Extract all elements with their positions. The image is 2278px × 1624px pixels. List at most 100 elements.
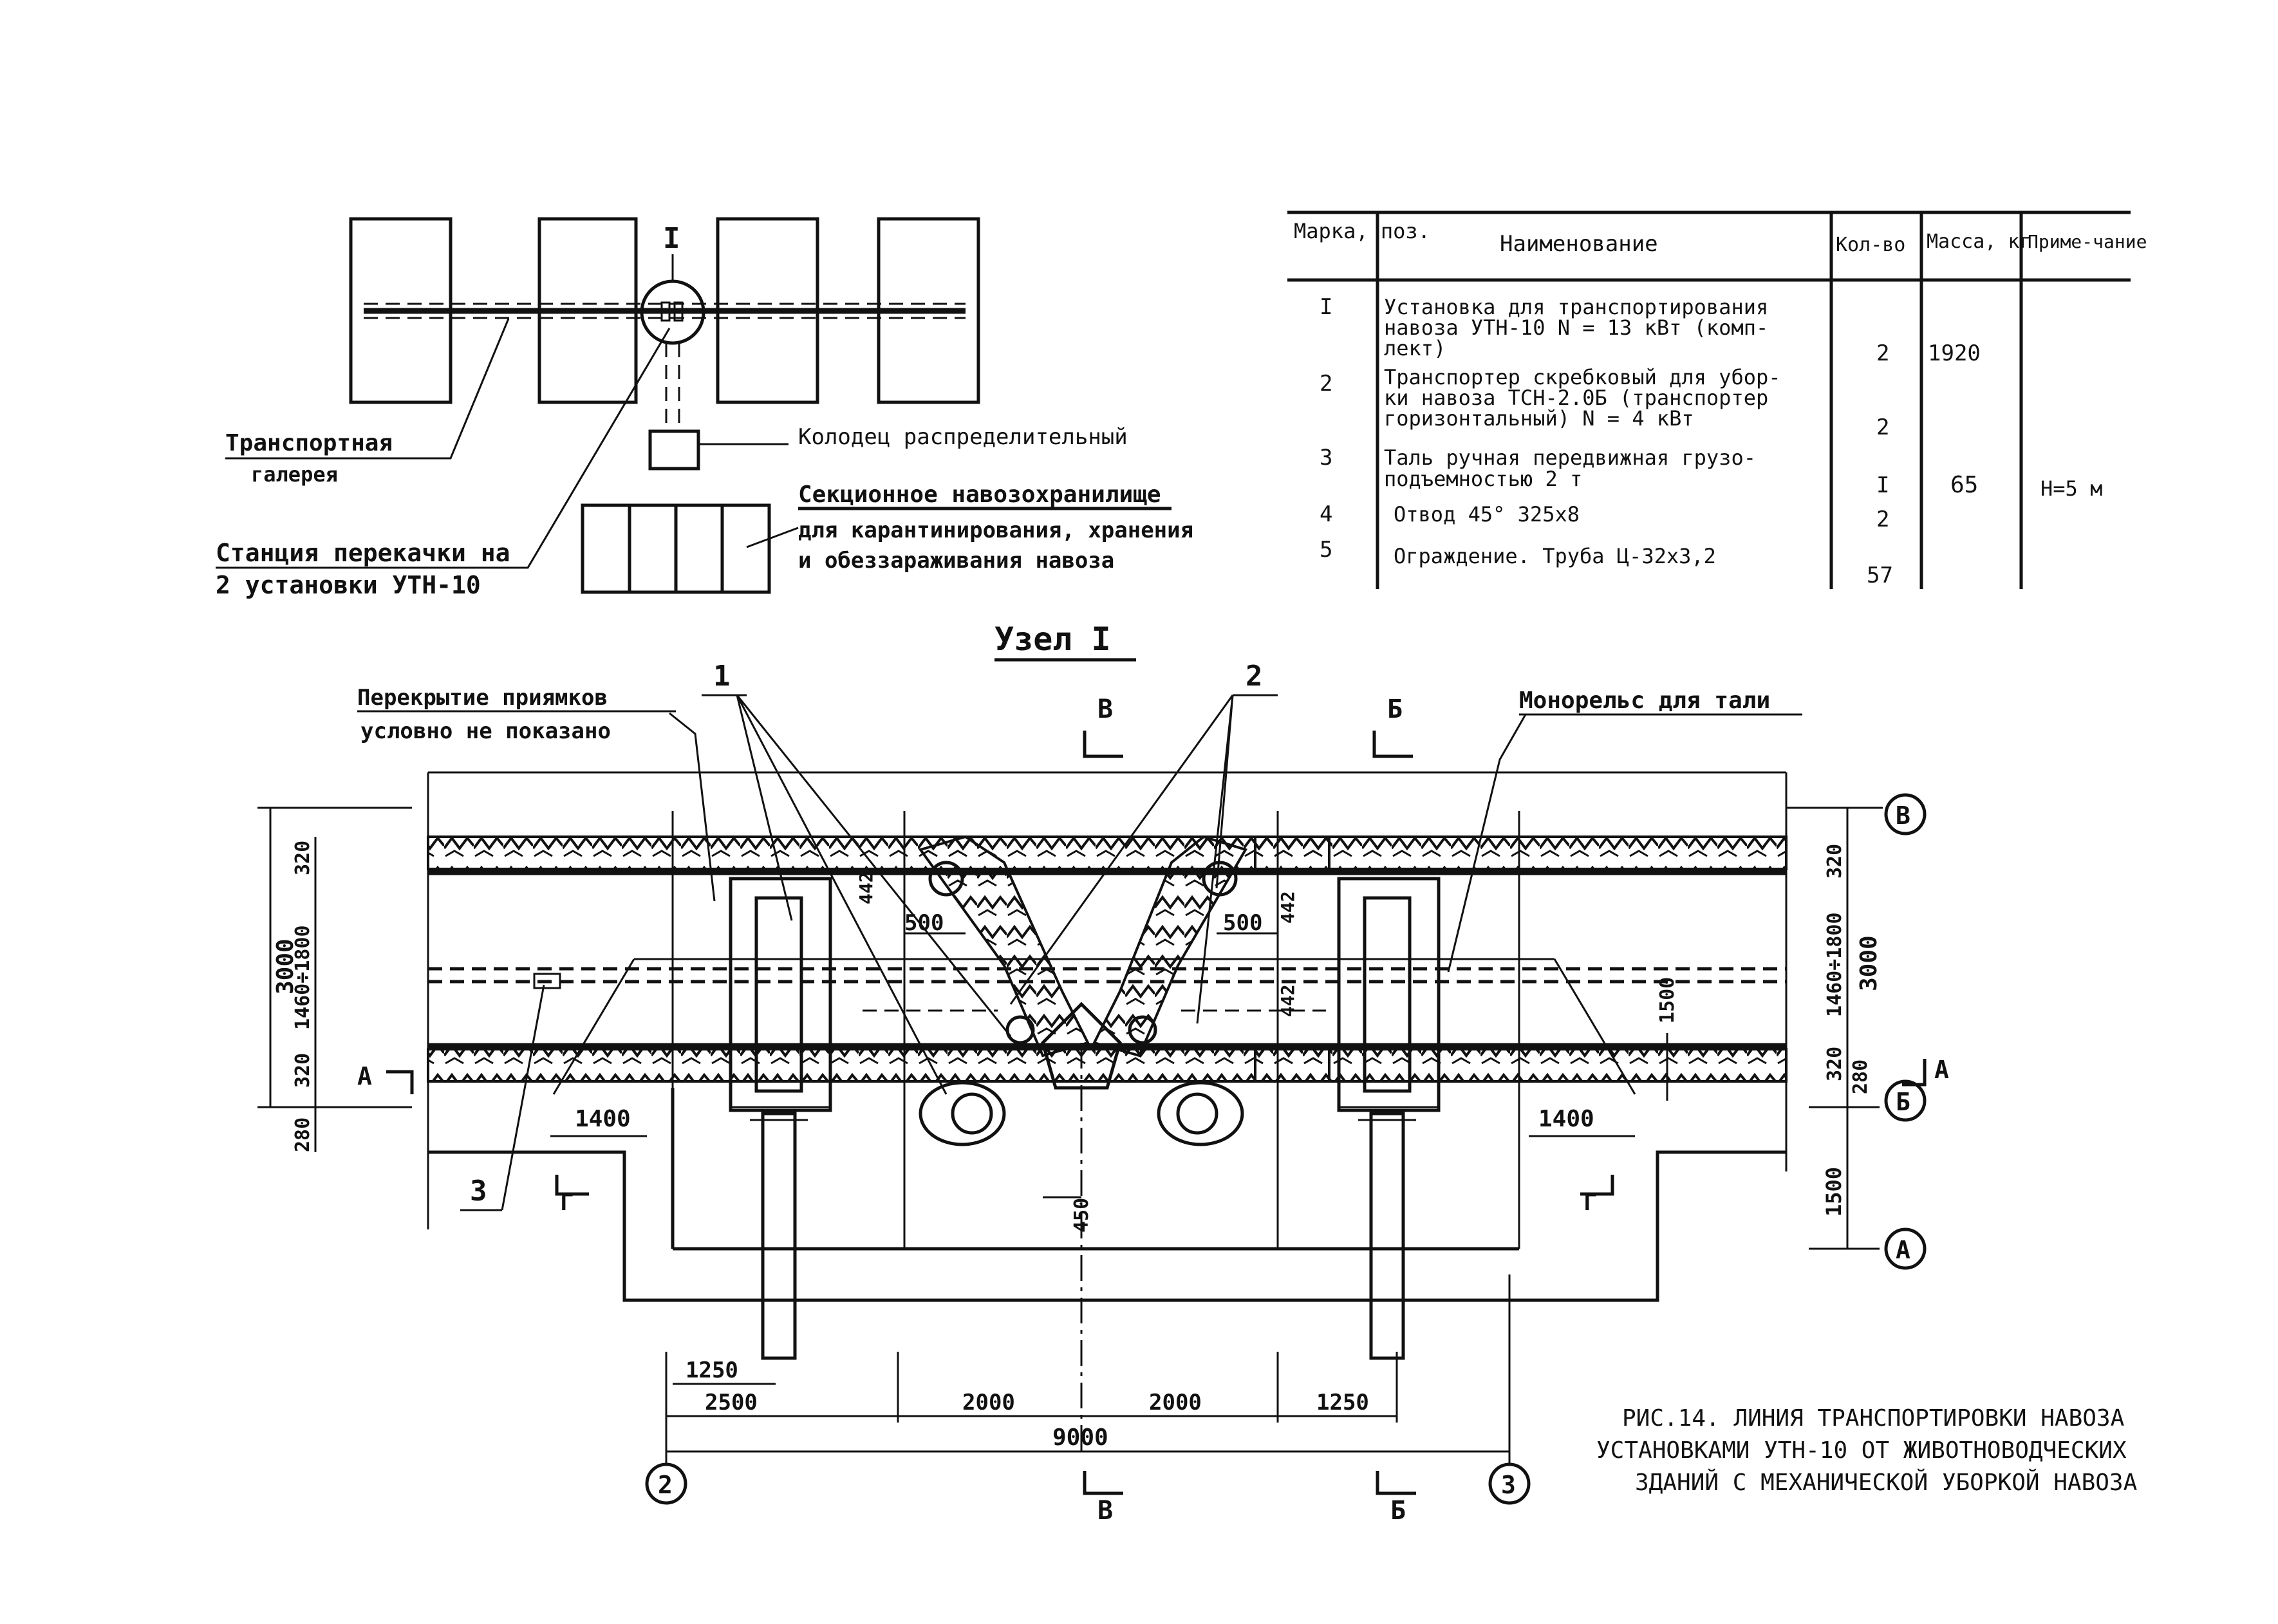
svg-text:1250: 1250 — [686, 1358, 738, 1383]
svg-text:Б: Б — [1390, 1496, 1406, 1526]
svg-text:лект): лект) — [1384, 336, 1446, 360]
svg-text:I: I — [1320, 294, 1332, 320]
svg-text:2000: 2000 — [962, 1390, 1015, 1415]
callout-1: 1 — [713, 660, 731, 693]
table-row: 4 Отвод 45° 325х8 2 — [1320, 501, 1889, 532]
svg-text:В: В — [1097, 695, 1113, 724]
spec-table: Марка, поз. Наименование Кол-во Масса, к… — [1287, 210, 2147, 589]
storage-desc-2: и обеззараживания навоза — [798, 548, 1114, 574]
svg-text:2000: 2000 — [1149, 1390, 1202, 1415]
svg-text:2: 2 — [658, 1471, 673, 1499]
svg-text:I: I — [1876, 472, 1889, 498]
svg-text:5: 5 — [1320, 537, 1332, 563]
axis-bubble-V — [1884, 793, 1927, 835]
svg-text:Б: Б — [1896, 1088, 1910, 1116]
svg-text:450: 450 — [1070, 1198, 1093, 1233]
axis-bubble-B — [1884, 1079, 1927, 1122]
elbow-right — [1157, 1081, 1244, 1146]
th-qty: Кол-во — [1836, 234, 1905, 256]
table-row: I Установка для транспортирования навоза… — [1320, 294, 1981, 366]
storage-desc-1: для карантинирования, хранения — [798, 518, 1193, 543]
svg-text:1250: 1250 — [1316, 1390, 1369, 1415]
svg-text:2500: 2500 — [705, 1390, 758, 1415]
well-label: Колодец распределительный — [798, 424, 1128, 450]
svg-text:горизонтальный) N = 4 кВт: горизонтальный) N = 4 кВт — [1384, 406, 1694, 431]
svg-text:442: 442 — [1277, 891, 1298, 924]
storage-title: Секционное навозохранилище — [798, 481, 1161, 508]
table-row: 5 Ограждение. Труба Ц-32х3,2 57 — [1320, 537, 1893, 588]
svg-text:3: 3 — [1501, 1471, 1516, 1499]
svg-text:В: В — [1097, 1496, 1113, 1526]
svg-text:Таль ручная передвижная грузо-: Таль ручная передвижная грузо- — [1384, 445, 1756, 470]
svg-text:1500: 1500 — [1656, 977, 1679, 1023]
svg-text:500: 500 — [904, 910, 944, 936]
site-plan: I Колодец распределительный Секционное н… — [216, 217, 1193, 599]
svg-text:280: 280 — [292, 1117, 314, 1152]
svg-text:ЗДАНИЙ С МЕХАНИЧЕСКОЙ УБОРКОЙ: ЗДАНИЙ С МЕХАНИЧЕСКОЙ УБОРКОЙ НАВОЗА — [1635, 1469, 2138, 1496]
svg-text:320: 320 — [292, 841, 314, 875]
svg-text:3000: 3000 — [1856, 935, 1882, 991]
svg-text:1920: 1920 — [1928, 341, 1981, 366]
cover-note-1: Перекрытие приямков — [357, 685, 608, 711]
node-mark: I — [663, 222, 680, 255]
svg-text:57: 57 — [1867, 563, 1893, 588]
svg-text:Б: Б — [1387, 695, 1403, 724]
svg-text:500: 500 — [1223, 910, 1262, 936]
svg-text:4: 4 — [1320, 501, 1332, 527]
svg-text:Транспортер скребковый для убо: Транспортер скребковый для убор- — [1384, 365, 1781, 389]
gallery-label-1: Транспортная — [225, 430, 393, 456]
svg-text:Отвод 45° 325х8: Отвод 45° 325х8 — [1394, 502, 1580, 527]
svg-text:1460÷1800: 1460÷1800 — [1824, 912, 1846, 1017]
svg-text:9000: 9000 — [1052, 1424, 1108, 1451]
monorail-label: Монорельс для тали — [1519, 687, 1770, 714]
transport-gallery — [364, 303, 966, 319]
svg-text:Г: Г — [560, 1190, 574, 1216]
svg-text:А: А — [357, 1062, 372, 1090]
svg-text:Ограждение. Труба Ц-32х3,2: Ограждение. Труба Ц-32х3,2 — [1394, 544, 1716, 568]
svg-text:320: 320 — [292, 1053, 314, 1088]
svg-text:65: 65 — [1950, 472, 1978, 498]
conveyor-left — [918, 835, 1090, 1058]
manure-storage — [581, 503, 799, 594]
th-mass: Масса, кг — [1927, 230, 2031, 253]
table-row: 3 Таль ручная передвижная грузо- подъемн… — [1320, 445, 2102, 501]
utn-unit-right — [1337, 877, 1441, 1360]
svg-text:3: 3 — [1320, 445, 1332, 471]
svg-text:2: 2 — [1876, 507, 1889, 532]
svg-text:подъемностью 2 т: подъемностью 2 т — [1384, 467, 1582, 491]
svg-text:1400: 1400 — [575, 1106, 631, 1132]
svg-text:В: В — [1896, 801, 1910, 830]
svg-text:А: А — [1934, 1056, 1949, 1084]
svg-text:РИС.14. ЛИНИЯ ТРАНСПОРТИРОВКИ: РИС.14. ЛИНИЯ ТРАНСПОРТИРОВКИ НАВОЗА — [1622, 1405, 2125, 1432]
gallery-label-2: галерея — [251, 462, 338, 487]
svg-text:Установка для транспортировани: Установка для транспортирования — [1384, 295, 1768, 319]
axis-bubble-A — [1884, 1227, 1927, 1270]
svg-text:3000: 3000 — [272, 938, 299, 994]
cover-note-2: условно не показано — [360, 718, 611, 744]
node-title: Узел I — [994, 621, 1111, 658]
th-name: Наименование — [1500, 231, 1658, 257]
svg-text:442: 442 — [855, 872, 877, 904]
th-note: Приме-чание — [2028, 231, 2147, 252]
svg-text:1460÷1800: 1460÷1800 — [292, 925, 314, 1030]
svg-text:2: 2 — [1876, 415, 1889, 440]
node-detail: Узел I Перекрытие приямков условно не по… — [257, 621, 1949, 1526]
svg-text:2: 2 — [1320, 371, 1332, 397]
svg-text:320: 320 — [1824, 1047, 1846, 1081]
figure-caption: РИС.14. ЛИНИЯ ТРАНСПОРТИРОВКИ НАВОЗА УСТ… — [1596, 1405, 2138, 1496]
svg-text:А: А — [1896, 1236, 1910, 1264]
svg-text:2: 2 — [1876, 341, 1889, 366]
th-mark: Марка, поз. — [1294, 219, 1430, 243]
svg-text:320: 320 — [1824, 844, 1846, 879]
svg-text:ки навоза ТСН-2.0Б (транспорте: ки навоза ТСН-2.0Б (транспортер — [1384, 386, 1768, 410]
svg-text:Г: Г — [1583, 1190, 1598, 1216]
callout-3: 3 — [470, 1175, 487, 1208]
utn-unit-left — [729, 877, 832, 1360]
svg-text:1400: 1400 — [1538, 1106, 1594, 1132]
table-row: 2 Транспортер скребковый для убор- ки на… — [1320, 365, 1889, 440]
distribution-well — [648, 429, 700, 471]
svg-text:280: 280 — [1849, 1059, 1872, 1094]
svg-text:навоза УТН-10 N = 13 кВт (комп: навоза УТН-10 N = 13 кВт (комп- — [1384, 315, 1768, 340]
svg-text:УСТАНОВКАМИ УТН-10 ОТ ЖИВОТНОВ: УСТАНОВКАМИ УТН-10 ОТ ЖИВОТНОВОДЧЕСКИХ — [1596, 1437, 2127, 1464]
